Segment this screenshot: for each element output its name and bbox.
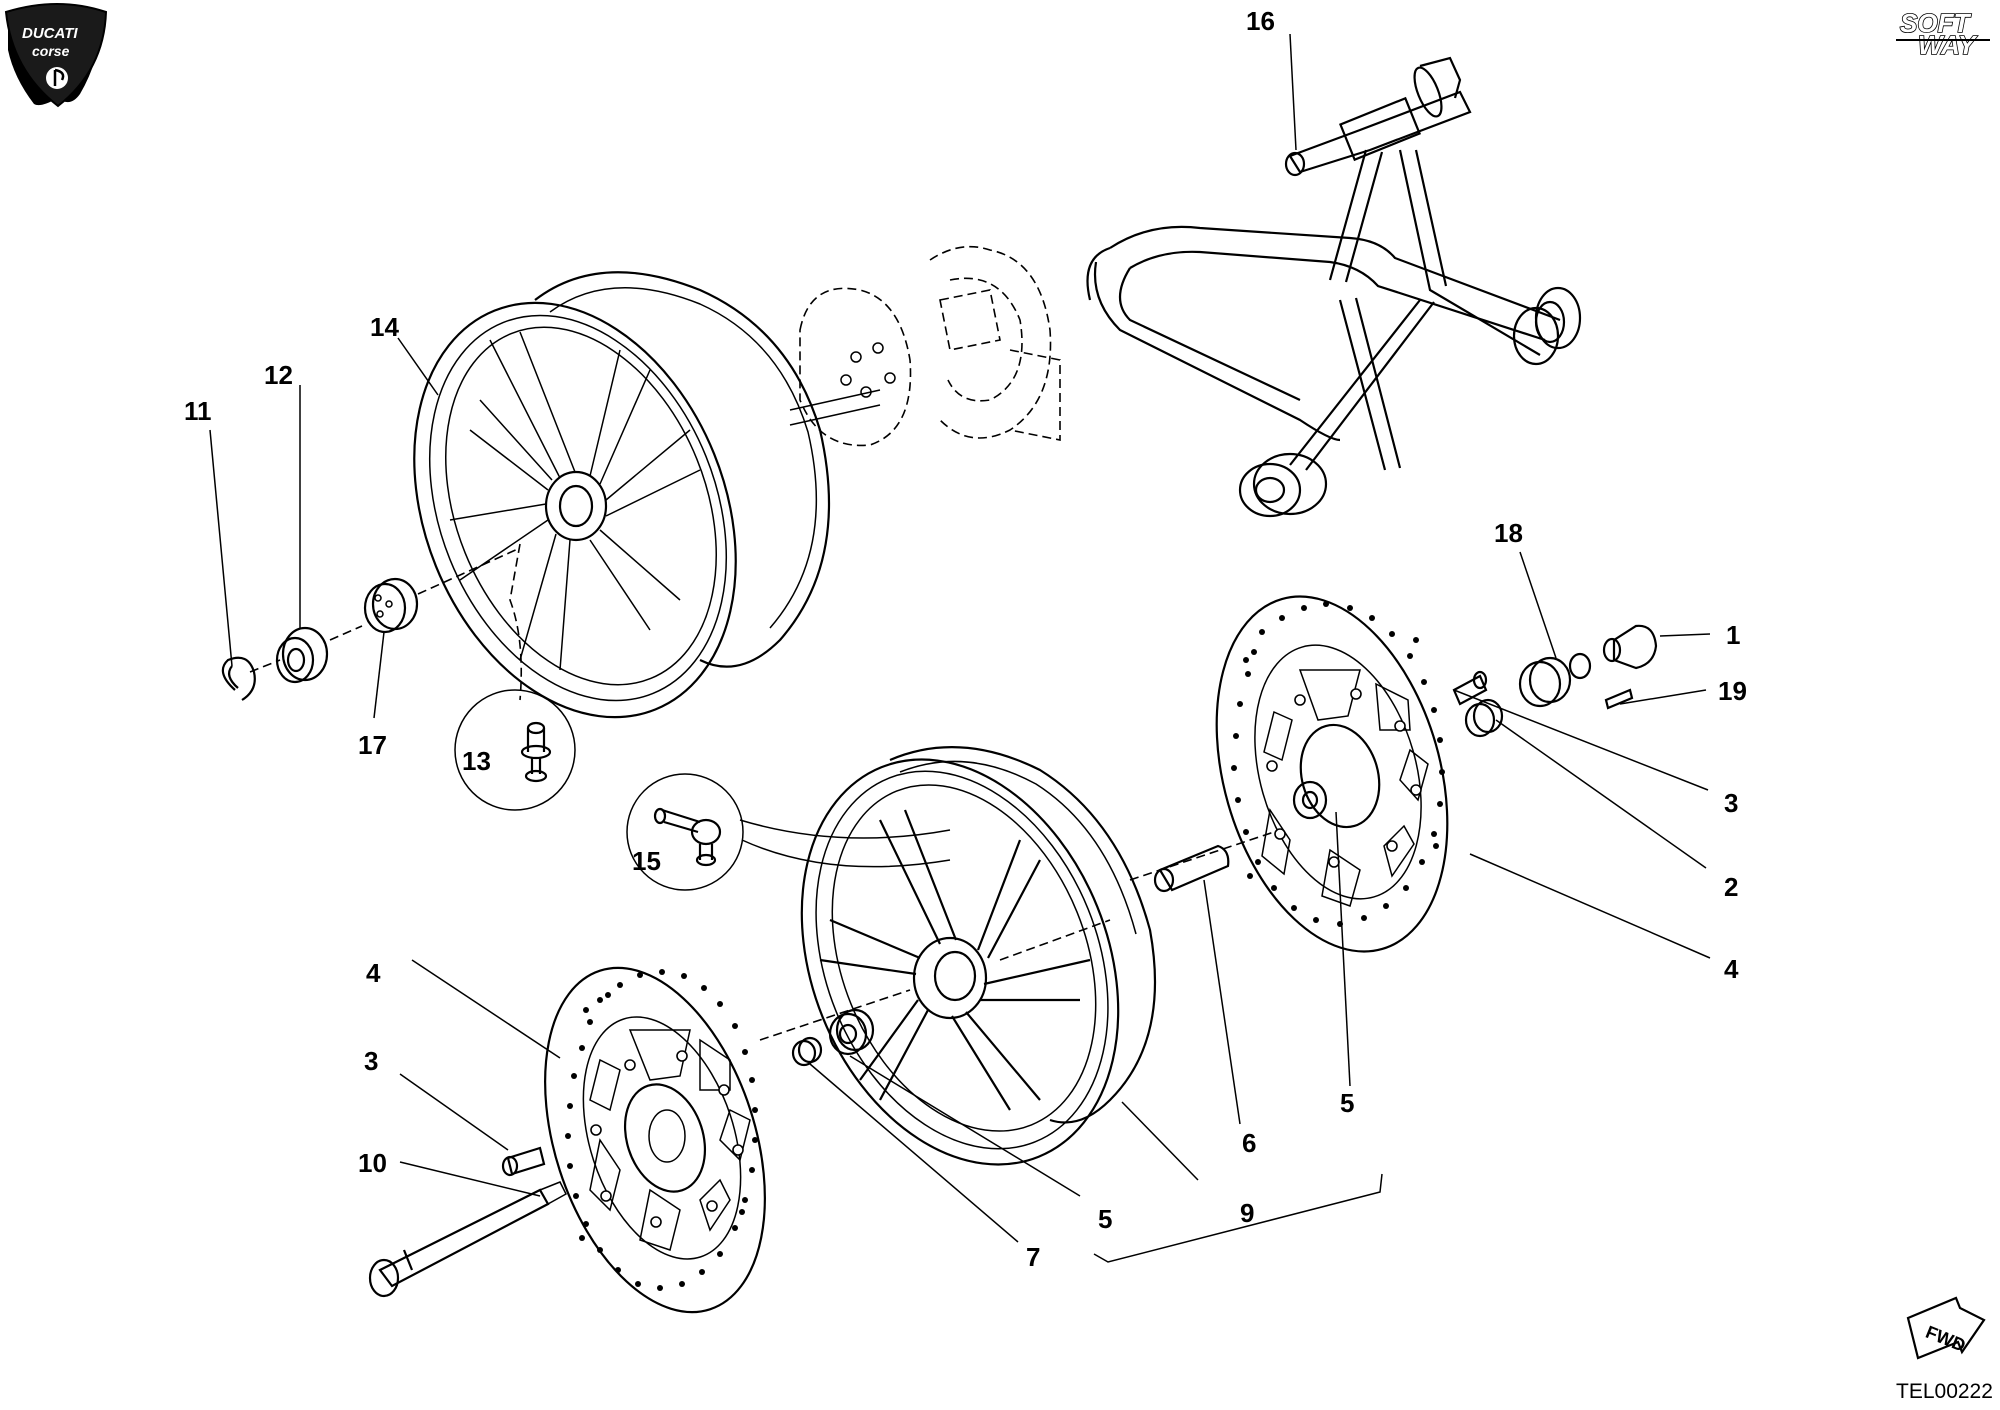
watermark-line2: WAY [1918, 30, 1978, 60]
callout-19: 19 [1718, 676, 1747, 706]
callout-3-left: 3 [364, 1046, 378, 1076]
logo-brand-text: DUCATI [22, 25, 78, 42]
callout-3-right: 3 [1724, 788, 1738, 818]
callout-16: 16 [1246, 6, 1275, 36]
callout-14: 14 [370, 312, 399, 342]
callout-4-left: 4 [366, 958, 381, 988]
callout-5-right: 5 [1340, 1088, 1354, 1118]
callout-13: 13 [462, 746, 491, 776]
valve-detail-circle-13 [454, 689, 576, 811]
rear-wheel [413, 271, 831, 719]
front-wheel [759, 746, 1281, 1166]
disc-left-holes [565, 969, 758, 1291]
fwd-label: FWD [1923, 1322, 1968, 1356]
rear-paddock-stand [1086, 56, 1582, 518]
callout-2: 2 [1724, 872, 1738, 902]
front-brake-disc-right [1215, 595, 1449, 953]
valve-detail-circle-15 [626, 773, 951, 891]
front-axle-small-parts [368, 624, 1658, 1298]
callout-17: 17 [358, 730, 387, 760]
logo-sub-text: corse [32, 43, 70, 59]
callout-5-left: 5 [1098, 1204, 1112, 1234]
front-brake-disc-left [544, 966, 766, 1314]
forward-arrow-icon: FWD [1906, 1296, 1986, 1360]
callout-18: 18 [1494, 518, 1523, 548]
drawing-code: TEL00222 [1896, 1380, 1993, 1403]
softway-watermark: SOFT WAY [1896, 7, 1990, 61]
watermark-line1: SOFT [1900, 8, 1971, 38]
rear-hub-sprocket-ghost [789, 245, 1061, 447]
leader-lines [209, 33, 1711, 1263]
callout-9: 9 [1240, 1198, 1254, 1228]
callout-11: 11 [184, 396, 212, 426]
callout-6: 6 [1242, 1128, 1256, 1158]
callout-15: 15 [632, 846, 661, 876]
rear-axle-parts [221, 547, 521, 701]
callout-7: 7 [1026, 1242, 1040, 1272]
callout-4-right: 4 [1724, 954, 1739, 984]
callout-numbers: 1 2 3 3 4 4 5 5 6 7 9 10 11 12 13 14 15 … [184, 6, 1747, 1272]
callout-10: 10 [358, 1148, 387, 1178]
callout-1: 1 [1726, 620, 1740, 650]
ducati-corse-logo: DUCATI corse [4, 3, 108, 108]
callout-12: 12 [264, 360, 293, 390]
